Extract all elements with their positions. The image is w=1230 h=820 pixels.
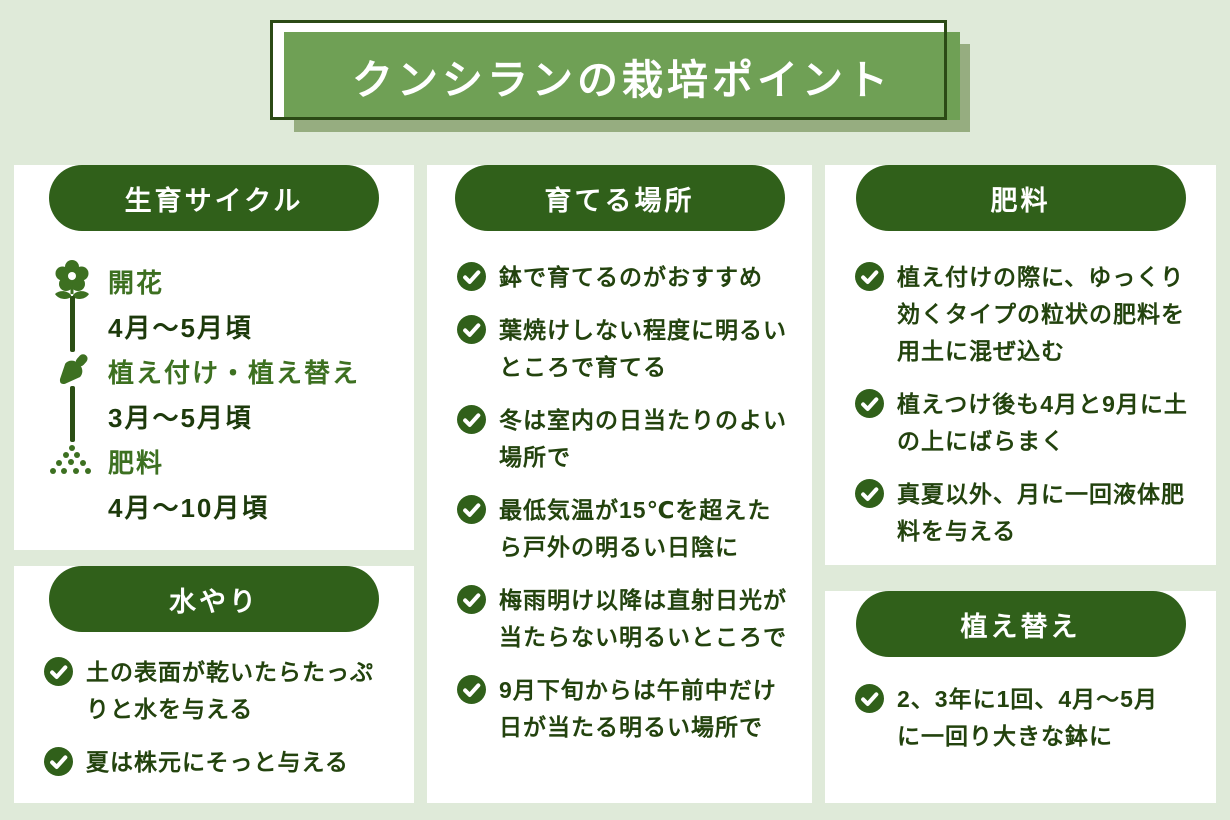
fertilizer-card: 肥料 植え付けの際に、ゆっくり効くタイプの粒状の肥料を用土に混ぜ込む 植えつけ後… [825, 165, 1216, 565]
watering-list: 土の表面が乾いたらたっぷりと水を与える 夏は株元にそっと与える [14, 654, 414, 781]
page-title: クンシランの栽培ポイント [352, 57, 892, 103]
list-item-text: 夏は株元にそっと与える [86, 749, 349, 775]
list-item: 真夏以外、月に一回液体肥料を与える [855, 476, 1216, 550]
cycle-step-planting-period-row: 3月〜5月頃 [42, 385, 414, 442]
cycle-step-planting: 植え付け・植え替え [42, 349, 414, 393]
cycle-step-planting-period: 3月〜5月頃 [108, 402, 253, 433]
watering-header: 水やり [49, 566, 379, 632]
cycle-step-fertilizer-label: 肥料 [108, 447, 165, 478]
list-item-text: 葉焼けしない程度に明るいところで育てる [499, 317, 787, 380]
flower-icon [42, 259, 102, 303]
list-item-text: 2、3年に1回、4月〜5月に一回り大きな鉢に [897, 686, 1158, 749]
cycle-step-fertilizer: 肥料 [42, 439, 414, 483]
fertilizer-granules-icon [42, 439, 102, 483]
repotting-header: 植え替え [855, 591, 1186, 657]
middle-column: 育てる場所 鉢で育てるのがおすすめ 葉焼けしない程度に明るいところで育てる [427, 152, 812, 803]
timeline-end-spacer [42, 483, 102, 529]
check-circle-icon [457, 405, 486, 434]
check-circle-icon [457, 315, 486, 344]
list-item-text: 9月下旬からは午前中だけ日が当たる明るい場所で [499, 677, 777, 740]
watering-card: 水やり 土の表面が乾いたらたっぷりと水を与える 夏は株元にそっと与える [14, 566, 414, 803]
trowel-icon [42, 349, 102, 393]
repotting-list: 2、3年に1回、4月〜5月に一回り大きな鉢に [825, 681, 1216, 755]
list-item: 最低気温が15℃を超えたら戸外の明るい日陰に [457, 492, 812, 566]
growth-cycle-header-label: 生育サイクル [124, 185, 304, 216]
growing-place-card: 育てる場所 鉢で育てるのがおすすめ 葉焼けしない程度に明るいところで育てる [427, 165, 812, 803]
check-circle-icon [855, 389, 884, 418]
list-item: 葉焼けしない程度に明るいところで育てる [457, 312, 812, 386]
check-circle-icon [44, 747, 73, 776]
list-item-text: 梅雨明け以降は直射日光が当たらない明るいところで [499, 587, 787, 650]
check-circle-icon [457, 585, 486, 614]
list-item-text: 真夏以外、月に一回液体肥料を与える [897, 481, 1185, 544]
cycle-step-bloom-label: 開花 [108, 267, 165, 298]
cycle-step-fertilizer-period-row: 4月〜10月頃 [42, 483, 414, 529]
cycle-step-planting-label: 植え付け・植え替え [108, 357, 361, 388]
list-item: 鉢で育てるのがおすすめ [457, 259, 812, 296]
growing-place-header-label: 育てる場所 [544, 185, 695, 216]
repotting-card: 植え替え 2、3年に1回、4月〜5月に一回り大きな鉢に [825, 591, 1216, 803]
cycle-step-bloom: 開花 [42, 259, 414, 303]
cycle-step-bloom-period-row: 4月〜5月頃 [42, 295, 414, 352]
cycle-step-bloom-period: 4月〜5月頃 [108, 312, 253, 343]
title-banner: クンシランの栽培ポイント [284, 32, 960, 120]
check-circle-icon [44, 657, 73, 686]
list-item-text: 植えつけ後も4月と9月に土の上にばらまく [897, 391, 1188, 454]
list-item: 冬は室内の日当たりのよい場所で [457, 402, 812, 476]
timeline-connector [42, 385, 102, 442]
fertilizer-header: 肥料 [855, 165, 1186, 231]
check-circle-icon [855, 684, 884, 713]
list-item: 土の表面が乾いたらたっぷりと水を与える [44, 654, 414, 728]
growth-cycle-card: 生育サイクル [14, 165, 414, 550]
check-circle-icon [855, 262, 884, 291]
fertilizer-list: 植え付けの際に、ゆっくり効くタイプの粒状の肥料を用土に混ぜ込む 植えつけ後も4月… [825, 259, 1216, 550]
left-column: 生育サイクル [14, 152, 414, 803]
growth-cycle-header: 生育サイクル [49, 165, 379, 231]
cycle-step-fertilizer-period: 4月〜10月頃 [108, 492, 270, 523]
watering-header-label: 水やり [169, 586, 259, 617]
check-circle-icon [457, 495, 486, 524]
list-item: 植え付けの際に、ゆっくり効くタイプの粒状の肥料を用土に混ぜ込む [855, 259, 1216, 370]
list-item: 夏は株元にそっと与える [44, 744, 414, 781]
list-item: 2、3年に1回、4月〜5月に一回り大きな鉢に [855, 681, 1216, 755]
list-item-text: 最低気温が15℃を超えたら戸外の明るい日陰に [499, 497, 772, 560]
growing-place-list: 鉢で育てるのがおすすめ 葉焼けしない程度に明るいところで育てる 冬は室内の日当た… [427, 259, 812, 746]
check-circle-icon [457, 262, 486, 291]
fertilizer-header-label: 肥料 [990, 185, 1051, 216]
growth-cycle-timeline: 開花 4月〜5月頃 植え付け・植え替え [14, 259, 414, 529]
list-item: 9月下旬からは午前中だけ日が当たる明るい場所で [457, 672, 812, 746]
list-item-text: 土の表面が乾いたらたっぷりと水を与える [86, 659, 374, 722]
list-item-text: 鉢で育てるのがおすすめ [499, 264, 763, 290]
growing-place-header: 育てる場所 [454, 165, 785, 231]
list-item-text: 冬は室内の日当たりのよい場所で [499, 407, 787, 470]
right-column: 肥料 植え付けの際に、ゆっくり効くタイプの粒状の肥料を用土に混ぜ込む 植えつけ後… [825, 152, 1216, 803]
repotting-header-label: 植え替え [960, 611, 1081, 642]
timeline-connector [42, 295, 102, 352]
list-item-text: 植え付けの際に、ゆっくり効くタイプの粒状の肥料を用土に混ぜ込む [897, 264, 1185, 364]
check-circle-icon [855, 479, 884, 508]
list-item: 梅雨明け以降は直射日光が当たらない明るいところで [457, 582, 812, 656]
list-item: 植えつけ後も4月と9月に土の上にばらまく [855, 386, 1216, 460]
check-circle-icon [457, 675, 486, 704]
